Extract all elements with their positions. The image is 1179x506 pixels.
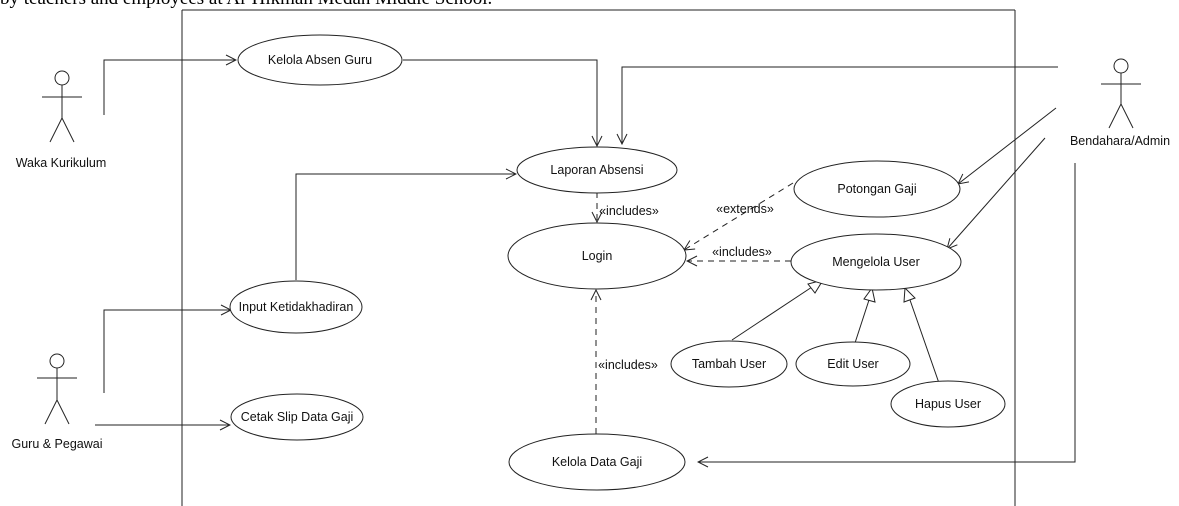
use-case-laporan-absensi: Laporan Absensi	[516, 146, 678, 194]
use-case-label: Kelola Absen Guru	[268, 53, 372, 67]
gen-edit-line	[853, 299, 870, 347]
use-case-hapus-user: Hapus User	[890, 380, 1006, 428]
stick-figure-icon	[42, 70, 82, 143]
use-case-label: Login	[582, 249, 613, 263]
dependencies	[596, 182, 794, 434]
extend-potongan-login	[684, 182, 794, 250]
stereotype-includes-label: «includes»	[598, 358, 658, 372]
assoc-input-laporan	[295, 174, 516, 280]
use-case-label: Laporan Absensi	[550, 163, 643, 177]
assoc-admin-mengelola	[947, 137, 1046, 249]
assoc-admin-potongan	[958, 107, 1057, 184]
actor-guru-pegawai: Guru & Pegawai	[11, 353, 103, 451]
use-case-mengelola-user: Mengelola User	[790, 233, 962, 291]
use-case-label: Cetak Slip Data Gaji	[241, 410, 354, 424]
assoc-kelola-absen-laporan	[403, 59, 597, 146]
use-case-cetak-slip-data-gaji: Cetak Slip Data Gaji	[230, 393, 364, 441]
use-case-label: Input Ketidakhadiran	[239, 300, 354, 314]
gen-tambah-line	[731, 286, 813, 341]
actor-bendahara-admin: Bendahara/Admin	[1070, 58, 1170, 148]
stereotype-extends-label: «extends»	[716, 202, 774, 216]
use-case-edit-user: Edit User	[795, 341, 911, 387]
use-case-login: Login	[507, 222, 687, 290]
gen-hapus-line	[909, 299, 941, 387]
assoc-waka-kelola-absen	[103, 60, 236, 115]
use-case-input-ketidakhadiran: Input Ketidakhadiran	[229, 280, 363, 334]
stick-figure-icon	[37, 353, 77, 425]
system-boundary	[181, 9, 1016, 506]
use-case-label: Kelola Data Gaji	[552, 455, 642, 469]
assoc-guru-input	[103, 310, 231, 393]
use-case-kelola-data-gaji: Kelola Data Gaji	[508, 433, 686, 491]
use-case-kelola-absen-guru: Kelola Absen Guru	[237, 34, 403, 86]
associations	[95, 59, 1076, 462]
use-case-label: Mengelola User	[832, 255, 920, 269]
use-case-label: Potongan Gaji	[837, 182, 916, 196]
stick-figure-icon	[1101, 58, 1141, 129]
actor-label: Guru & Pegawai	[11, 437, 102, 451]
gen-hapus-arrowhead	[903, 286, 916, 303]
use-case-label: Hapus User	[915, 397, 981, 411]
gen-edit-arrowhead	[863, 286, 876, 303]
stereotype-includes-label: «includes»	[599, 204, 659, 218]
use-case-label: Tambah User	[692, 357, 766, 371]
assoc-admin-kelola-gaji	[698, 163, 1076, 462]
actor-label: Bendahara/Admin	[1070, 134, 1170, 148]
use-case-tambah-user: Tambah User	[670, 340, 788, 388]
assoc-admin-laporan	[622, 66, 1058, 144]
use-case-potongan-gaji: Potongan Gaji	[793, 160, 961, 218]
stereotype-includes-label: «includes»	[712, 245, 772, 259]
figure-caption: by teachers and employees at Al-Hikmah M…	[0, 0, 492, 10]
actor-label: Waka Kurikulum	[16, 156, 107, 170]
use-case-label: Edit User	[827, 357, 878, 371]
actor-waka-kurikulum: Waka Kurikulum	[16, 70, 107, 170]
